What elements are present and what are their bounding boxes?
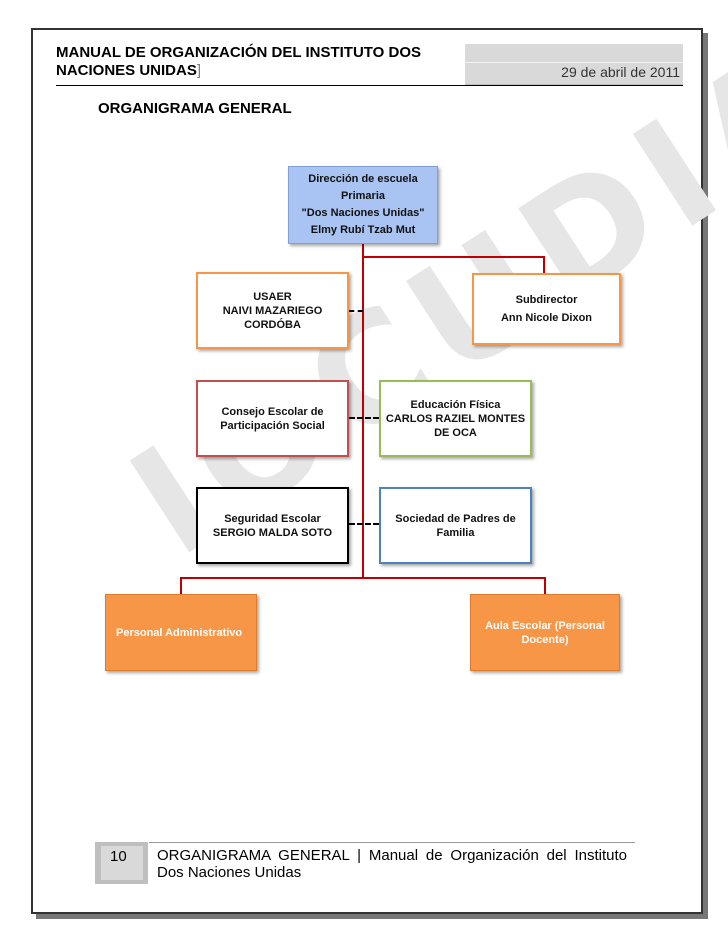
header-date: 29 de abril de 2011	[561, 64, 680, 80]
section-title: ORGANIGRAMA GENERAL	[98, 100, 292, 117]
document-header-title: MANUAL DE ORGANIZACIÓN DEL INSTITUTO DOS…	[56, 44, 422, 79]
connector-to-subdirector-h	[362, 256, 545, 258]
connector-main-vertical	[362, 243, 364, 578]
dashed-consejo-educacion	[349, 417, 379, 419]
footer-rule	[95, 842, 635, 843]
dashed-seguridad-padres	[349, 523, 379, 525]
connector-to-administrativo	[180, 577, 182, 595]
connector-to-aula	[544, 577, 546, 595]
page-number: 10	[110, 848, 127, 865]
connector-bottom-h	[180, 577, 546, 579]
header-date-box	[465, 44, 683, 85]
footer-text: ORGANIGRAMA GENERAL | Manual de Organiza…	[157, 847, 627, 881]
footer-separator	[148, 842, 149, 884]
org-box-personal-administrativo: Personal Administrativo	[105, 594, 257, 671]
page-frame	[31, 28, 703, 914]
footer-page-box-inner	[101, 846, 143, 880]
header-bracket: ]	[196, 62, 202, 79]
header-rule	[56, 85, 683, 86]
connector-to-subdirector-v	[543, 256, 545, 273]
dashed-usaer	[349, 310, 363, 312]
header-date-line	[465, 62, 683, 63]
